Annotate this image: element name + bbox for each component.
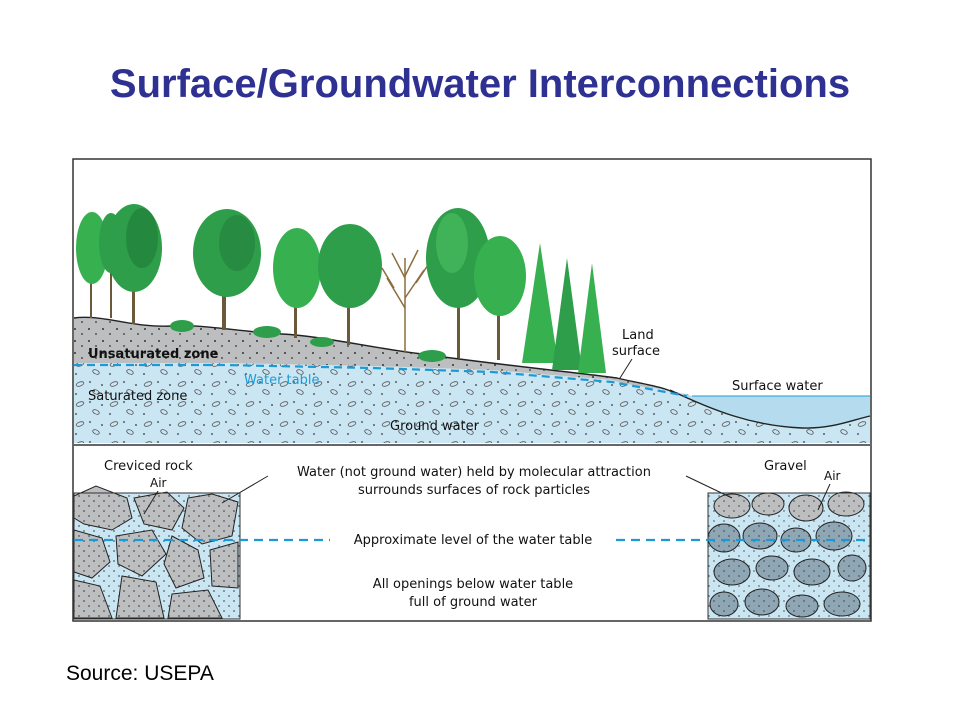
- label-unsaturated-zone: Unsaturated zone: [88, 347, 219, 362]
- label-land: Land: [622, 328, 654, 343]
- label-water-table: Water table: [244, 373, 320, 388]
- label-openings-line-1: All openings below water table: [373, 577, 573, 592]
- label-ground-water: Ground water: [390, 419, 480, 434]
- label-surface: surface: [612, 344, 660, 359]
- gravel-detail: [707, 491, 871, 620]
- label-creviced-rock: Creviced rock: [104, 459, 193, 474]
- label-approx-level: Approximate level of the water table: [354, 533, 592, 548]
- gravel-pointer: [685, 475, 733, 499]
- label-gravel: Gravel: [764, 459, 807, 474]
- tree-group: [76, 204, 606, 373]
- label-molecular-line-2: surrounds surfaces of rock particles: [358, 483, 590, 498]
- label-air-right: Air: [824, 469, 841, 483]
- surface-water: [677, 394, 870, 429]
- air-left-pointer: [143, 490, 159, 515]
- label-saturated-zone: Saturated zone: [88, 389, 187, 404]
- land-surface-pointer: [619, 358, 633, 379]
- label-openings-line-2: full of ground water: [409, 595, 538, 610]
- label-molecular-line-1: Water (not ground water) held by molecul…: [297, 465, 651, 480]
- source-note: Source: USEPA: [66, 662, 214, 685]
- water-table-line: [74, 363, 688, 398]
- slide-title: Surface/Groundwater Interconnections: [109, 62, 851, 106]
- label-surface-water: Surface water: [732, 379, 823, 394]
- groundwater-diagram: Unsaturated zone Water table Saturated z…: [72, 158, 872, 622]
- label-air-left: Air: [150, 476, 167, 490]
- creviced-rock-pointer: [221, 475, 269, 504]
- land-surface-line: [73, 316, 678, 395]
- air-right-pointer: [817, 483, 831, 511]
- creviced-rock-detail: [73, 485, 241, 620]
